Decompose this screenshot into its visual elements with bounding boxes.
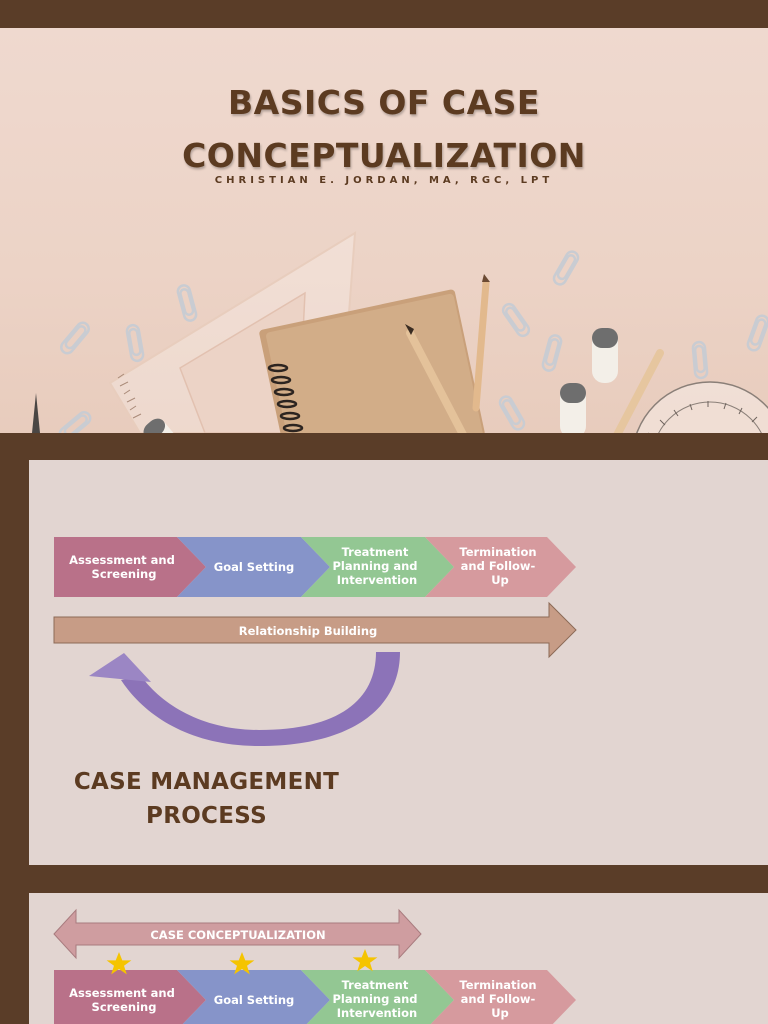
step-label-line: Treatment (342, 978, 409, 992)
paper-clip-icon (746, 314, 768, 352)
process-step-treatment: Treatment Planning and Intervention (301, 537, 454, 597)
step-label-line: Planning and (332, 992, 417, 1006)
step-label-line: Up (491, 573, 509, 587)
desk-supplies-illustration (32, 231, 768, 433)
process-step-termination: Termination and Follow- Up (425, 537, 576, 597)
case-management-title-line-2: PROCESS (146, 803, 267, 829)
svg-text:Goal Setting: Goal Setting (214, 993, 294, 1007)
step-label-line: Screening (92, 567, 157, 581)
paper-clip-icon (58, 411, 92, 433)
paper-clip-icon (691, 340, 709, 380)
relationship-building-label: Relationship Building (239, 624, 378, 638)
case-conceptualization-label: CASE CONCEPTUALIZATION (150, 928, 325, 942)
pencil-icon (613, 349, 664, 433)
step-label-line: Up (491, 1006, 509, 1020)
star-icon (106, 952, 132, 975)
slide-subtitle-author: CHRISTIAN E. JORDAN, MA, RGC, LPT (214, 175, 554, 186)
process-diagram: Assessment and Screening Goal Setting Tr… (53, 537, 577, 746)
step-label-line: Goal Setting (214, 993, 294, 1007)
step-label-line: and Follow- (461, 992, 536, 1006)
slide-title-line-1: BASICS OF CASE (228, 83, 540, 122)
step-label-line: Screening (92, 1000, 157, 1014)
paper-clip-icon (176, 284, 198, 322)
protractor-icon (636, 381, 768, 433)
slide-title-line-2: CONCEPTUALIZATION (182, 136, 586, 175)
step-label-line: Termination (459, 545, 536, 559)
svg-text:Goal Setting: Goal Setting (214, 560, 294, 574)
case-conceptualization-slide: CASE CONCEPTUALIZATION Assessment and Sc… (29, 893, 768, 1024)
pencil-icon (405, 324, 467, 433)
notebook-icon (259, 289, 485, 433)
case-conceptualization-double-arrow: CASE CONCEPTUALIZATION (53, 908, 422, 960)
process-step-treatment: Treatment Planning and Intervention (301, 970, 454, 1024)
case-management-title-line-1: CASE MANAGEMENT (73, 769, 340, 795)
eraser-icon (143, 418, 180, 433)
svg-text:Treatment Planning and: Treatment Planning and Intervention (332, 545, 421, 587)
paper-clip-icon (552, 250, 580, 286)
paper-clip-icon (541, 334, 563, 372)
process-step-termination: Termination and Follow- Up (425, 970, 576, 1024)
paper-clip-icon (498, 395, 526, 431)
curved-return-arrow-icon (89, 652, 400, 746)
step-label-line: and Follow- (461, 559, 536, 573)
star-icon (229, 952, 255, 975)
paper-clip-icon (501, 302, 531, 338)
svg-text:Termination and Follow: Termination and Follow- Up (459, 978, 540, 1020)
step-label-line: Assessment and (69, 553, 175, 567)
step-label-line: Intervention (337, 573, 417, 587)
pencil-icon (472, 274, 490, 412)
star-icon (352, 949, 378, 972)
process-step-goal-setting: Goal Setting (177, 537, 330, 597)
conceptualization-diagram: CASE CONCEPTUALIZATION Assessment and Sc… (53, 908, 576, 1024)
process-step-goal-setting: Goal Setting (177, 970, 330, 1024)
svg-text:Assessment and Screeni: Assessment and Screening (69, 553, 179, 581)
title-slide: BASICS OF CASE CONCEPTUALIZATION CHRISTI… (0, 28, 768, 433)
relationship-building-arrow: Relationship Building (53, 601, 577, 659)
step-label-line: Intervention (337, 1006, 417, 1020)
eraser-icon (592, 328, 618, 383)
paper-clip-icon (60, 321, 90, 355)
step-label-line: Treatment (342, 545, 409, 559)
step-label-line: Termination (459, 978, 536, 992)
step-label-line: Assessment and (69, 986, 175, 1000)
step-label-line: Planning and (332, 559, 417, 573)
process-step-assessment: Assessment and Screening (54, 537, 206, 597)
svg-text:Treatment Planning and: Treatment Planning and Intervention (332, 978, 421, 1020)
scissors-icon (32, 393, 40, 433)
svg-text:Assessment and Screeni: Assessment and Screening (69, 986, 179, 1014)
case-management-slide: Assessment and Screening Goal Setting Tr… (29, 460, 768, 865)
eraser-icon (560, 383, 586, 433)
svg-text:Termination and Follow: Termination and Follow- Up (459, 545, 540, 587)
step-label-line: Goal Setting (214, 560, 294, 574)
process-step-assessment: Assessment and Screening (54, 970, 206, 1024)
paper-clip-icon (125, 323, 145, 363)
